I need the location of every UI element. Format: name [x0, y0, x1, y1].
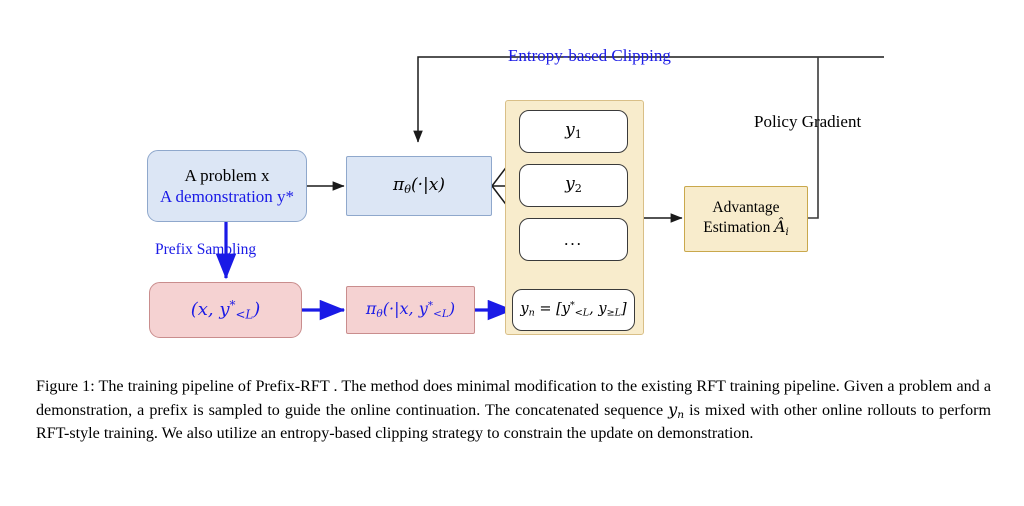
label-entropy-clipping: Entropy-based Clipping	[508, 46, 671, 65]
concat-box-label: yn = [y*<L, y≥L]	[520, 300, 627, 319]
input-demonstration-text: A demonstration y*	[159, 187, 295, 206]
node-prefix-policy-box[interactable]: πθ(·|x, y*<L)	[346, 286, 475, 334]
rollout-1-label: y1	[565, 120, 582, 142]
node-rollout-2[interactable]: y2	[519, 164, 628, 207]
caption-math-token: yn	[668, 399, 685, 421]
rollout-2-label: y2	[565, 174, 582, 196]
prefix-policy-box-label: πθ(·|x, y*<L)	[365, 298, 456, 320]
label-prefix-sampling: Prefix Sampling	[155, 241, 257, 258]
rollout-ellipsis-label: ...	[564, 229, 583, 249]
node-input-box[interactable]: A problem x A demonstration y*	[147, 150, 307, 222]
prefix-box-label: (x, y*<L)	[190, 297, 261, 322]
policy-box-label: πθ(·|x)	[393, 174, 445, 197]
edge-entropy-clipping	[413, 56, 884, 143]
node-rollout-ellipsis[interactable]: ...	[519, 218, 628, 261]
caption-part-1: The training pipeline of Prefix-RFT . Th…	[36, 378, 991, 419]
caption-part-2: is mixed with other online rollouts to p…	[36, 401, 991, 442]
node-policy-box[interactable]: πθ(·|x)	[346, 156, 492, 216]
node-prefix-box[interactable]: (x, y*<L)	[149, 282, 302, 338]
edge-policy-gradient	[808, 57, 819, 219]
advantage-line-1: Advantage	[712, 199, 780, 217]
figure-caption: Figure 1: The training pipeline of Prefi…	[36, 376, 991, 446]
advantage-line-2: Estimation Âi	[703, 217, 789, 238]
node-rollout-1[interactable]: y1	[519, 110, 628, 153]
figure-diagram: A problem x A demonstration y* πθ(·|x) P…	[147, 46, 884, 338]
caption-prefix: Figure 1:	[36, 378, 95, 395]
node-concat-box[interactable]: yn = [y*<L, y≥L]	[512, 289, 635, 331]
label-policy-gradient: Policy Gradient	[754, 112, 862, 131]
node-advantage-box[interactable]: Advantage Estimation Âi	[684, 186, 808, 252]
input-problem-text: A problem x	[184, 165, 270, 185]
